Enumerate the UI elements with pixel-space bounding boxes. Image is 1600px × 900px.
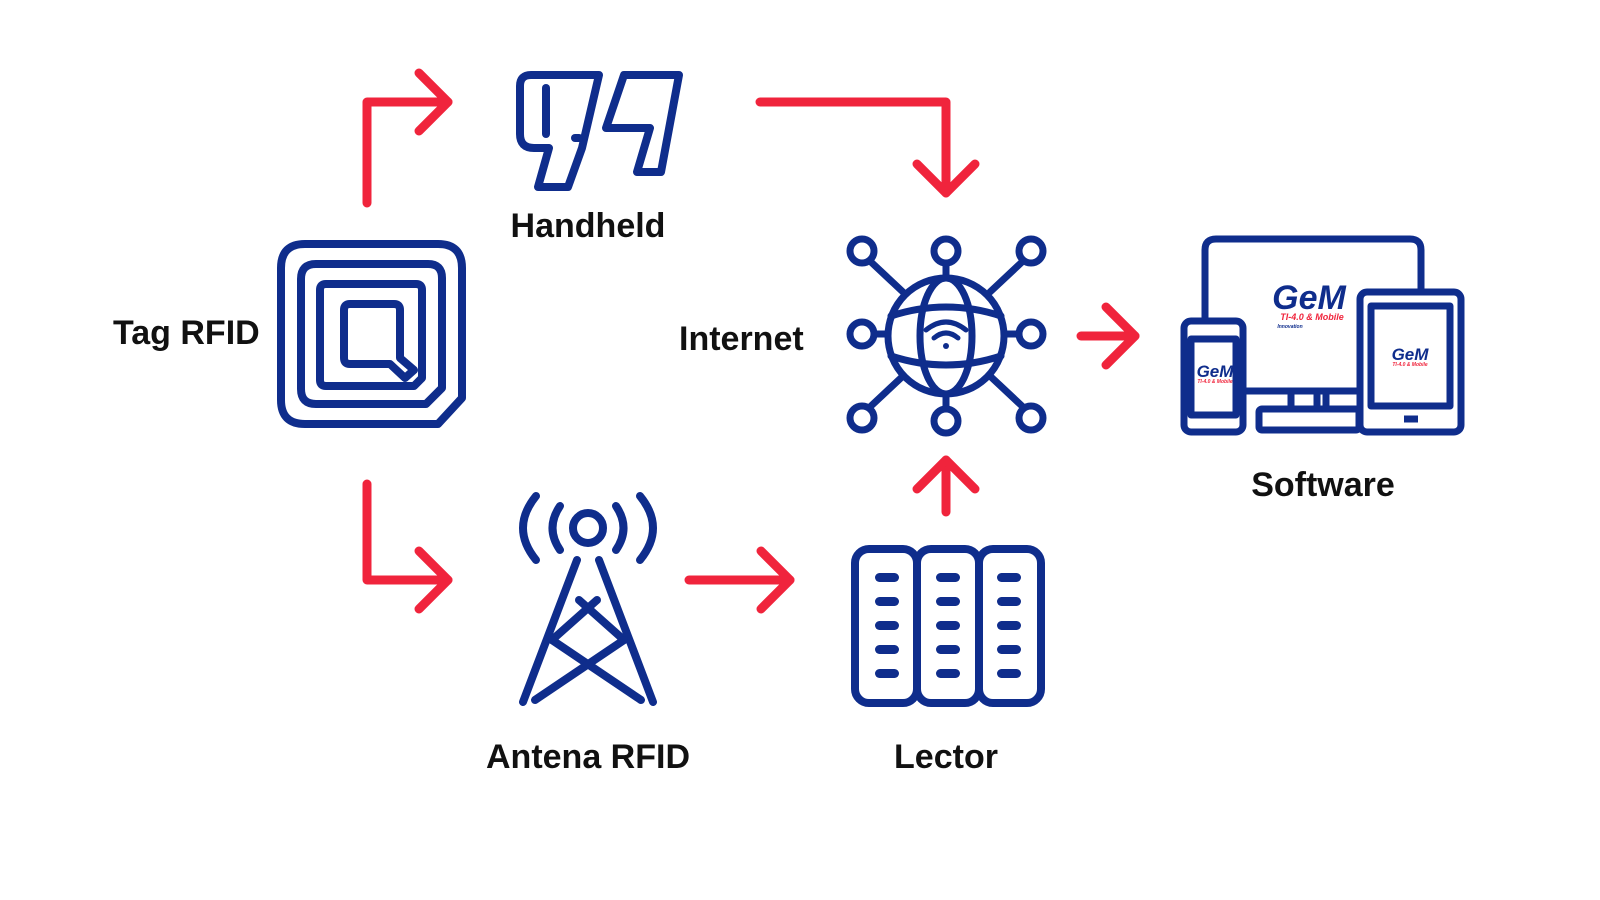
arrow-internet-to-software (1076, 302, 1140, 370)
label-antena-rfid: Antena RFID (486, 738, 690, 776)
label-tag-rfid: Tag RFID (113, 314, 260, 352)
arrow-antenna-to-lector (684, 546, 795, 614)
devices-icon: GeM TI-4.0 & Mobile Innovation GeM TI-4.… (1180, 235, 1465, 436)
label-software: Software (1251, 466, 1395, 504)
arrow-tag-to-antenna (362, 479, 453, 614)
arrow-lector-to-internet (912, 455, 980, 517)
label-internet: Internet (679, 320, 804, 358)
label-lector: Lector (894, 738, 998, 776)
svg-text:GeM: GeM (1197, 362, 1235, 381)
svg-text:GeM: GeM (1392, 345, 1430, 364)
svg-text:Innovation: Innovation (1277, 324, 1302, 330)
rfid-tag-icon (277, 240, 466, 428)
arrow-tag-to-handheld (362, 68, 453, 208)
gem-logo-monitor: GeM TI-4.0 & Mobile Innovation (1272, 279, 1346, 330)
gem-logo-phone: GeM TI-4.0 & Mobile (1197, 362, 1235, 385)
arrow-handheld-to-internet (755, 97, 980, 198)
svg-text:TI-4.0 & Mobile: TI-4.0 & Mobile (1392, 362, 1428, 368)
svg-text:TI-4.0 & Mobile: TI-4.0 & Mobile (1280, 312, 1344, 322)
network-globe-icon (846, 235, 1047, 437)
gem-logo-tablet: GeM TI-4.0 & Mobile (1392, 345, 1430, 368)
antenna-tower-icon (519, 492, 657, 706)
handheld-scanner-icon (516, 71, 683, 191)
label-handheld: Handheld (511, 207, 666, 245)
svg-text:GeM: GeM (1272, 279, 1346, 317)
server-rack-icon (851, 545, 1045, 707)
svg-text:TI-4.0 & Mobile: TI-4.0 & Mobile (1197, 379, 1233, 385)
